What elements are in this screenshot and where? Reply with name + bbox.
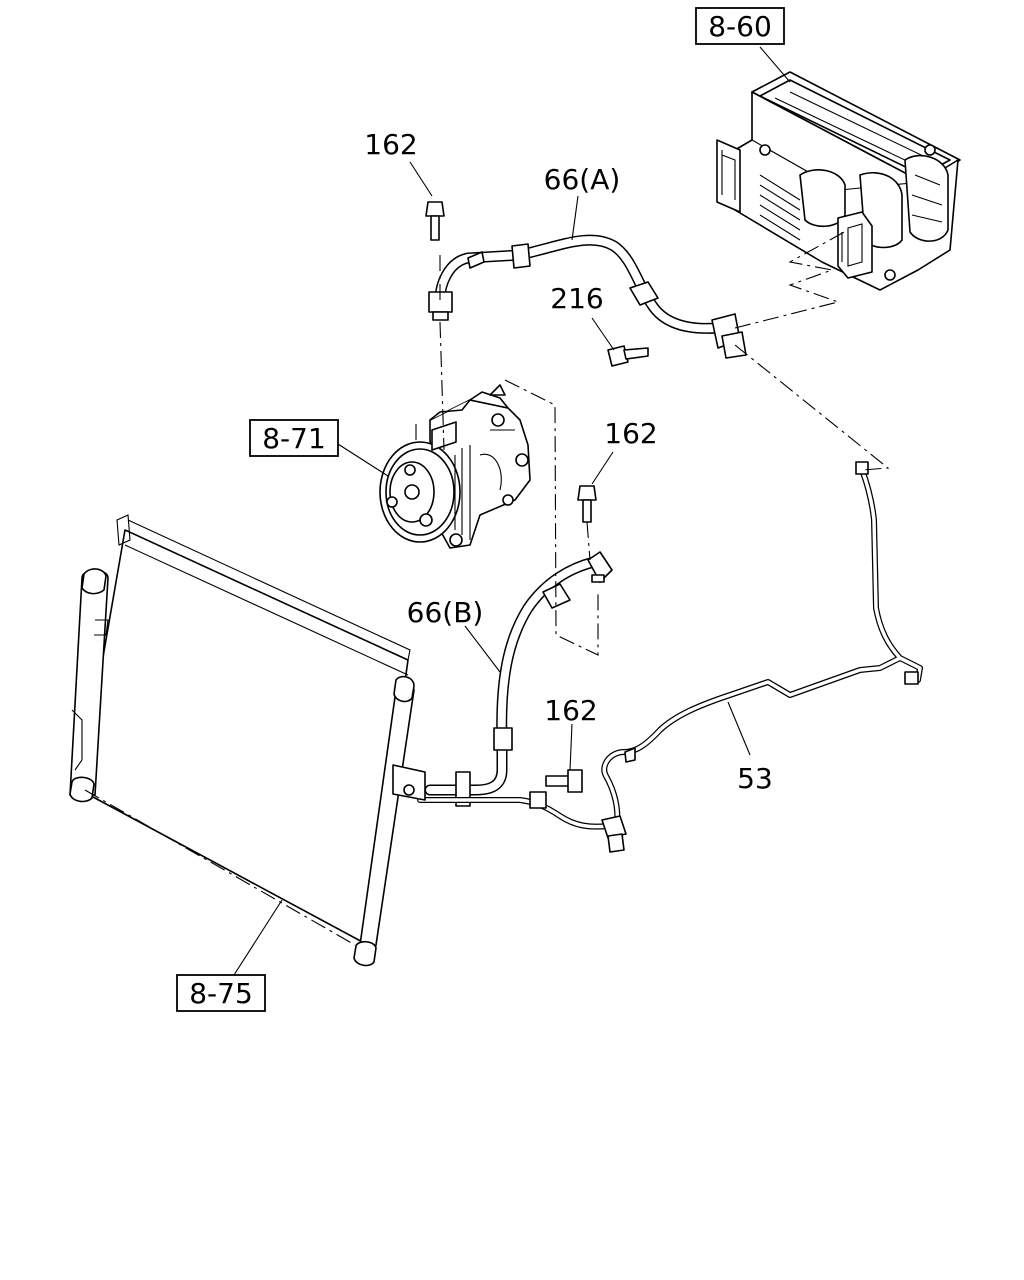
- hose-66a: [428, 234, 747, 359]
- bolt-216: [607, 345, 649, 367]
- label-leader-lines: [233, 46, 791, 976]
- bolt-162-right: [577, 485, 597, 523]
- dash-dot-leader-lines: [84, 229, 890, 946]
- ref-box-heater-unit[interactable]: 8-60: [695, 7, 785, 45]
- ref-box-condenser[interactable]: 8-75: [176, 974, 266, 1012]
- ref-label-compressor: 8-71: [262, 422, 326, 455]
- callout-66a[interactable]: 66(A): [544, 163, 621, 196]
- callout-162-bottom[interactable]: 162: [544, 694, 597, 727]
- ref-box-compressor[interactable]: 8-71: [249, 419, 339, 457]
- callout-162-right[interactable]: 162: [604, 417, 657, 450]
- ref-label-condenser: 8-75: [189, 977, 253, 1010]
- bolt-162-top: [425, 201, 445, 241]
- callout-162-top[interactable]: 162: [364, 128, 417, 161]
- callout-66b[interactable]: 66(B): [407, 596, 484, 629]
- ref-label-heater-unit: 8-60: [708, 10, 772, 43]
- bolt-162-bottom: [545, 769, 583, 793]
- hose-66b: [424, 551, 613, 807]
- callout-53[interactable]: 53: [737, 762, 773, 795]
- condenser-illustration: [69, 514, 426, 967]
- callout-216[interactable]: 216: [550, 282, 603, 315]
- heater-unit-illustration: [716, 71, 961, 291]
- compressor-illustration: [379, 384, 531, 549]
- pipe-53: [417, 461, 923, 853]
